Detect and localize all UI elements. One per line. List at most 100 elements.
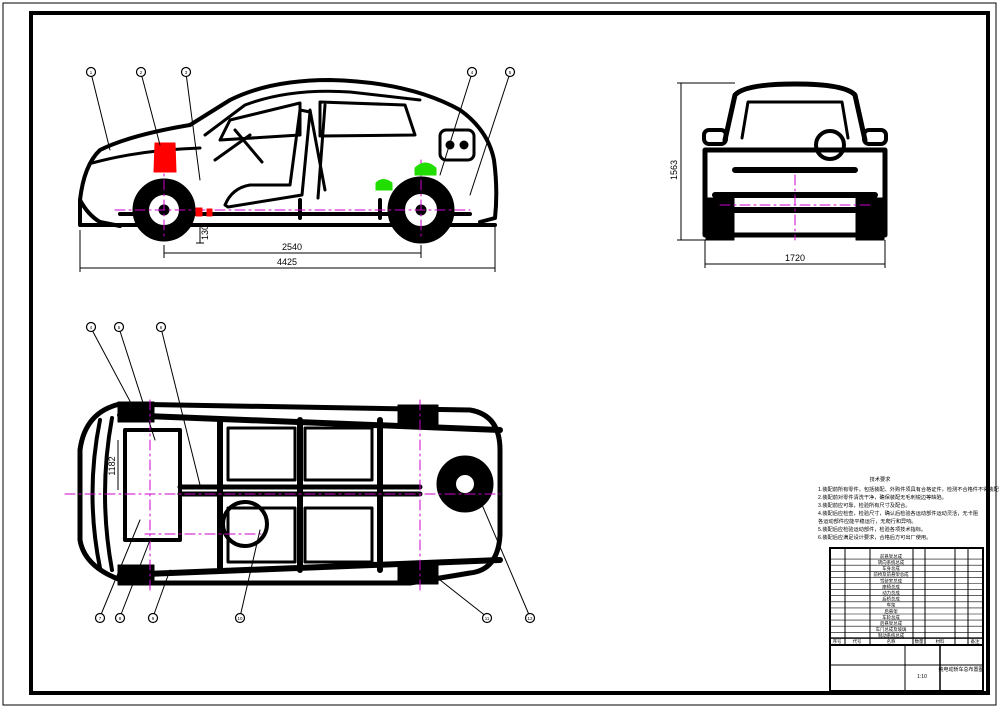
front-view (702, 81, 888, 241)
dim-width: 1720 (785, 253, 805, 263)
technical-notes: 技术要求 1.装配前所有零件，包括装配、外购件须具有合格证件，检测不合格件不得装… (818, 475, 999, 541)
drawing-title: 纯电动轿车总布置图 (938, 666, 983, 673)
note-line: 6.装配后应满足设计要求，合格后方可出厂使用。 (818, 533, 931, 541)
svg-text:材料: 材料 (936, 638, 945, 645)
balloon: 3 (180, 66, 192, 78)
parts-list-item: 座椅总成 (882, 583, 900, 590)
svg-text:数量: 数量 (915, 638, 924, 645)
front-roof (722, 81, 868, 143)
parts-list-item: 后悬架总成 (880, 620, 903, 627)
parts-list-item: 转向系统总成 (878, 559, 905, 566)
side-steering-column (213, 128, 264, 164)
side-rear-wheel (387, 176, 455, 244)
note-line: 5.装配后应检验运动部件，检验各项技术指标。 (818, 525, 926, 533)
balloon: 6 (155, 321, 167, 333)
side-body-outline (78, 78, 499, 226)
notes-title: 技术要求 (870, 475, 892, 483)
dim-height: 1563 (669, 160, 679, 180)
front-mirror-right (862, 128, 888, 146)
balloon: 10 (234, 612, 246, 624)
side-window-frame (218, 101, 302, 142)
balloon: 1 (85, 66, 97, 78)
parts-list-names: 前悬架总成转向系统总成车身总成前桥及前悬架总成驾驶室总成座椅总成动力总成后桥总成… (873, 553, 909, 639)
bottom-fuel-tank (221, 500, 269, 548)
note-line: 4.装配后应检查，检验尺寸，确认后检验各运动部件运动灵活，无卡阻 (818, 509, 978, 517)
balloon: 5 (113, 321, 125, 333)
svg-text:2: 2 (140, 70, 143, 75)
bottom-battery-packs (226, 426, 374, 564)
bottom-rear-wheel-right (397, 561, 439, 585)
balloon: 8 (114, 612, 126, 624)
front-suspension-red (153, 142, 177, 173)
svg-text:12: 12 (528, 616, 533, 621)
side-rear-light (438, 128, 476, 162)
parts-list-item: 车身总成 (882, 565, 900, 572)
dim-wheelbase: 2540 (282, 242, 302, 252)
svg-text:3: 3 (185, 70, 188, 75)
front-wheel-left (705, 197, 735, 241)
parts-list-item: 车架 (887, 602, 896, 609)
side-view (78, 72, 511, 244)
parts-list-item: 后悬架 (884, 608, 898, 615)
note-line: 各运动部件应能平稳运行，无爬行和异响。 (818, 517, 917, 525)
svg-text:6: 6 (160, 325, 163, 330)
svg-text:代号: 代号 (853, 638, 862, 645)
rear-suspension-green (375, 179, 393, 191)
svg-text:4: 4 (471, 70, 474, 75)
dim-axle: 1182 (107, 456, 117, 475)
side-seat (223, 108, 312, 209)
svg-text:9: 9 (152, 616, 155, 621)
bottom-view (64, 327, 531, 618)
svg-text:5: 5 (509, 70, 512, 75)
parts-list-item: 制动系统总成 (878, 632, 905, 639)
side-roofline (203, 89, 422, 137)
side-front-bumper (78, 198, 122, 228)
note-line: 2.装配前对零件清洗干净，确保装配无毛刺锐边等缺陷。 (818, 493, 947, 501)
balloon: 2 (135, 66, 147, 78)
parts-list-item: 前悬架总成 (880, 553, 903, 560)
parts-list (829, 547, 984, 692)
bottom-motor (123, 428, 182, 542)
parts-list-item: 车门总成及玻璃 (876, 626, 907, 633)
side-balloons: 1 2 3 4 5 (85, 66, 516, 78)
svg-text:1: 1 (90, 70, 93, 75)
svg-text:5: 5 (118, 325, 121, 330)
parts-list-item: 动力总成 (882, 590, 900, 597)
front-dimensions (677, 82, 886, 268)
svg-text:8: 8 (119, 616, 122, 621)
parts-list-item: 驾驶室总成 (880, 577, 903, 584)
side-rear-seat-frame (308, 103, 327, 200)
front-windshield (740, 100, 850, 140)
svg-text:名称: 名称 (887, 638, 896, 645)
front-body (702, 147, 888, 238)
svg-text:10: 10 (238, 616, 243, 621)
balloon: 9 (147, 612, 159, 624)
svg-text:备注: 备注 (971, 638, 980, 645)
svg-text:序号: 序号 (833, 638, 842, 645)
brake-red (195, 207, 203, 217)
drawing-scale: 1:10 (917, 674, 927, 680)
side-rear-window (318, 100, 417, 138)
note-line: 1.装配前所有零件，包括装配、外购件须具有合格证件，检测不合格件不得装配。 (818, 485, 999, 493)
svg-text:7: 7 (99, 616, 102, 621)
front-steering-wheel (814, 129, 846, 161)
svg-text:4: 4 (90, 325, 93, 330)
inner-border (29, 11, 990, 695)
balloon: 5 (504, 66, 516, 78)
side-hood-line (90, 146, 202, 165)
parts-header: 序号 代号 名称 数量 材料 备注 (833, 638, 980, 645)
dim-overall-length: 4425 (277, 257, 297, 267)
bottom-balloons: 4 5 6 7 8 9 10 11 12 (85, 321, 536, 624)
bottom-rear-wheel-left (397, 404, 439, 428)
svg-text:11: 11 (485, 616, 490, 621)
balloon: 7 (94, 612, 106, 624)
dim-ground-clearance: 130 (200, 225, 210, 240)
parts-list-item: 前桥及前悬架总成 (873, 571, 909, 578)
note-line: 3.装配前应可靠，检验所有尺寸及配合。 (818, 501, 911, 509)
parts-list-item: 车轮总成 (882, 614, 900, 621)
bottom-outline (77, 401, 503, 586)
balloon: 11 (481, 612, 493, 624)
balloon: 4 (85, 321, 97, 333)
front-wheel-right (855, 197, 885, 241)
